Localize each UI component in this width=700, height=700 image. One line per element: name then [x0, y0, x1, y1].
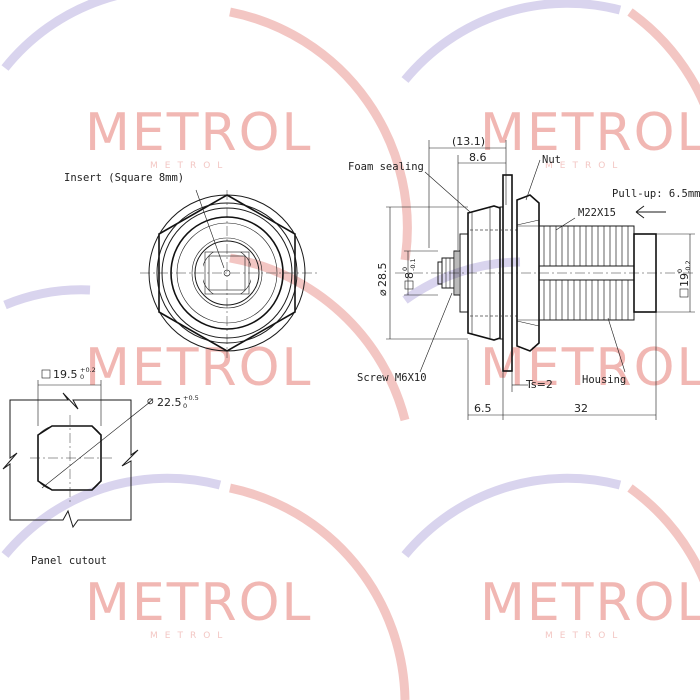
- watermark-text: METROL: [85, 103, 313, 163]
- screw-washer-detail: [455, 251, 459, 295]
- insert-square-inner: [208, 255, 246, 291]
- panel-plate: [502, 174, 513, 372]
- foam-sealing-label: Foam sealing: [348, 161, 424, 173]
- panel-cutout: 19.5 +0.2 0 ⌀ 22.5 +0.5 0 Panel cutout: [2, 366, 199, 567]
- panel-cutout-title: Panel cutout: [31, 555, 107, 567]
- dim-13-1: (13.1): [452, 135, 485, 148]
- hex-nut-edge: [516, 219, 540, 327]
- cutout-diameter-tolerance: +0.5: [183, 394, 199, 402]
- watermark-text: METROL: [480, 103, 700, 163]
- screw-leader: [419, 292, 453, 373]
- cutout-width-tolerance: +0.2: [80, 366, 96, 374]
- diameter-symbol: ⌀: [147, 394, 154, 407]
- cutout-arc: [37, 425, 102, 491]
- cutout-diameter-tolerance-low: 0: [183, 402, 187, 410]
- diameter-symbol: ⌀: [376, 289, 389, 296]
- housing-leader: [607, 317, 626, 373]
- nut-label: Nut: [542, 154, 561, 166]
- hex-nut-side: [516, 194, 540, 352]
- dim-19-tolerance-low: -0.2: [684, 260, 692, 273]
- insert-leader-line: [195, 189, 225, 269]
- watermark-arc: [627, 484, 700, 583]
- cutout-diameter-label: 22.5: [157, 396, 182, 409]
- dim-32: 32: [574, 402, 588, 415]
- cutout-width-tolerance-low: 0: [80, 373, 84, 381]
- dim-6-5: 6.5: [474, 402, 492, 415]
- watermark-text: METROL: [85, 338, 313, 398]
- panel-outline: [2, 392, 139, 529]
- dim-8-6: 8.6: [469, 151, 487, 164]
- watermark-subtext: METROL: [150, 631, 229, 641]
- dim-8-tolerance-low: -0.1: [409, 258, 417, 271]
- watermark-arc: [1, 473, 222, 558]
- watermark-arc: [627, 8, 700, 106]
- watermark-arc: [401, 0, 622, 83]
- bezel-circle: [170, 216, 284, 330]
- foam-sealing-leader: [424, 171, 471, 213]
- plug-inner-circle: [194, 240, 260, 306]
- thread-lower: [543, 280, 629, 320]
- housing-end: [633, 233, 657, 313]
- thread-upper: [543, 226, 629, 266]
- housing-label: Housing: [582, 374, 626, 386]
- thread-label: M22X15: [578, 207, 616, 219]
- dim-8-tolerance-high: 0: [401, 267, 409, 271]
- housing-upper: [538, 225, 635, 267]
- watermark-subtext: METROL: [545, 631, 624, 641]
- diameter-leader-line: [41, 401, 151, 489]
- dim-19-tolerance-high: 0: [676, 269, 684, 273]
- watermark-text: METROL: [480, 338, 700, 398]
- plug-circle: [191, 237, 263, 309]
- screw-head-detail: [445, 258, 451, 288]
- housing-lower: [538, 279, 635, 321]
- side-view: Foam sealing Nut Pull-up: 6.5mm M22X15 H…: [348, 135, 700, 420]
- watermark-arc: [1, 0, 118, 71]
- insert-label: Insert (Square 8mm): [64, 172, 184, 184]
- watermark-text: METROL: [480, 573, 700, 633]
- body-circle: [161, 207, 293, 339]
- pull-up-arrow: [635, 205, 666, 219]
- square-symbol: [41, 369, 51, 379]
- dim-19: 19: [678, 273, 691, 287]
- cutout-width-label: 19.5: [53, 368, 78, 381]
- dim-8: 8: [403, 272, 416, 279]
- square-symbol: [404, 280, 414, 290]
- square-symbol: [679, 288, 689, 298]
- screw-label: Screw M6X10: [357, 372, 427, 384]
- insert-center-mark: [223, 269, 231, 277]
- thread-leader: [555, 217, 576, 231]
- insert-square: [204, 251, 250, 295]
- nut-leader: [525, 159, 541, 201]
- flange-circle: [148, 194, 306, 352]
- watermark-subtext: METROL: [545, 161, 624, 171]
- watermark-arc: [229, 7, 412, 261]
- watermark-arc: [401, 473, 622, 558]
- watermark-arc: [3, 285, 91, 310]
- dim-ts: Ts=2: [525, 378, 553, 391]
- bezel-inner-circle: [176, 222, 278, 324]
- dim-28-5: 28.5: [376, 263, 389, 288]
- flange-inner-circle: [156, 202, 298, 344]
- watermark-arc: [229, 483, 410, 700]
- pull-up-label: Pull-up: 6.5mm: [612, 188, 700, 200]
- watermark-subtext: METROL: [150, 161, 229, 171]
- watermark-arc: [229, 253, 410, 422]
- front-view: Insert (Square 8mm): [64, 172, 320, 358]
- watermark-text: METROL: [85, 573, 313, 633]
